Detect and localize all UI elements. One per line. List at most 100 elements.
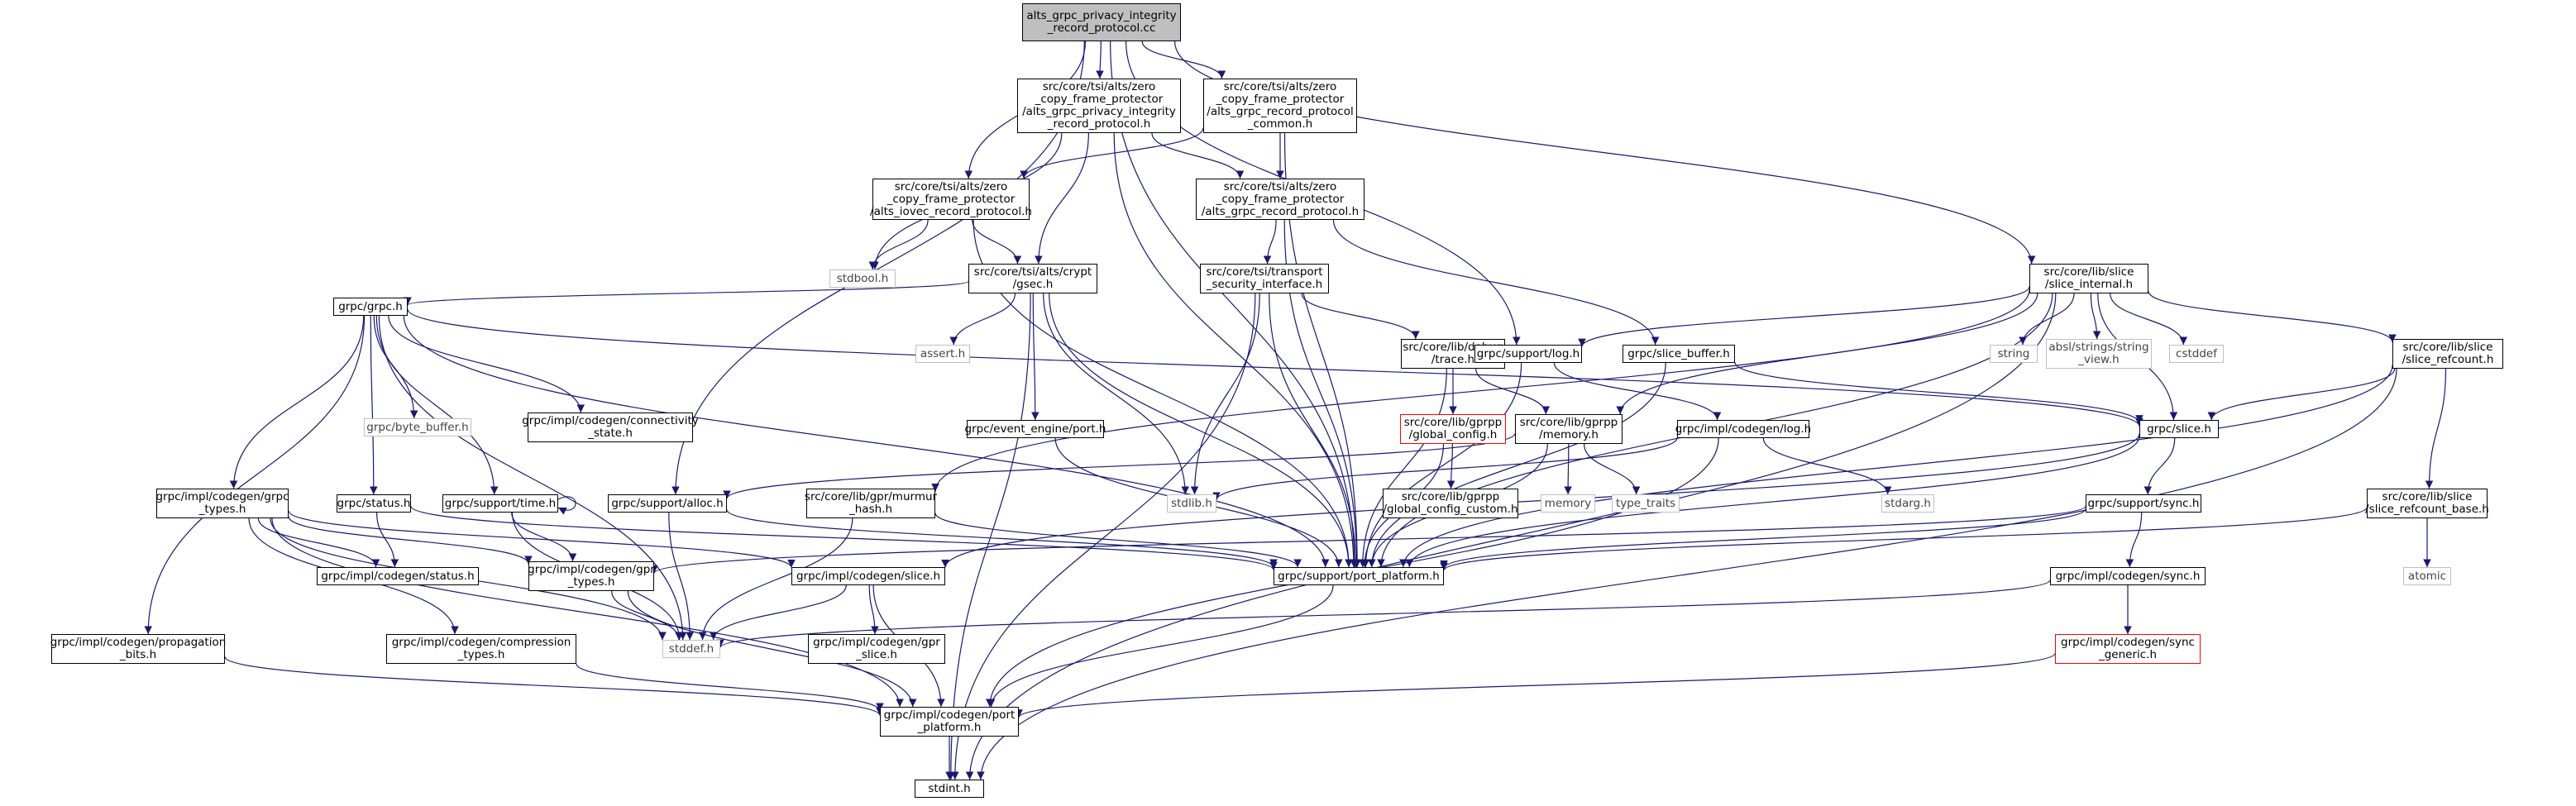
node-label-line: grpc/impl/codegen/gpr	[813, 636, 940, 649]
node-label-line: /alts_grpc_privacy_integrity	[1022, 105, 1176, 118]
node-label-line: src/core/lib/slice	[2402, 341, 2493, 354]
node-global_config[interactable]: src/core/lib/gprpp/global_config.h	[1400, 414, 1506, 444]
dependency-edge-gpr_types-to-codegen_port	[627, 590, 917, 708]
node-codegen_sync[interactable]: grpc/impl/codegen/sync.h	[2050, 567, 2206, 585]
dependency-edge-tsi-to-stdint	[951, 293, 1256, 780]
node-label-line: _slice.h	[856, 648, 897, 661]
node-port_platform[interactable]: grpc/support/port_platform.h	[1274, 567, 1444, 585]
node-label-line: _types.h	[198, 503, 246, 516]
node-label-line: /global_config.h	[1408, 428, 1498, 441]
dependency-edge-debug_trace-to-port_platform	[1358, 368, 1447, 568]
node-label-line: /slice_refcount_base.h	[2365, 503, 2489, 516]
node-label-line: grpc/impl/codegen/status.h	[321, 569, 475, 583]
node-label-line: _copy_frame_protector	[1216, 192, 1345, 206]
node-label-line: atomic	[2407, 569, 2447, 583]
dependency-edge-murmur-to-port_platform	[934, 513, 1302, 568]
node-codegen_slice[interactable]: grpc/impl/codegen/slice.h	[791, 567, 945, 585]
node-label-line: string	[1997, 346, 2030, 360]
node-global_config_custom[interactable]: src/core/lib/gprpp/global_config_custom.…	[1383, 489, 1518, 518]
dependency-edge-zcf_pi-to-port_platform	[1113, 132, 1358, 568]
node-propagation[interactable]: grpc/impl/codegen/propagation_bits.h	[50, 634, 226, 664]
node-gsec[interactable]: src/core/tsi/alts/crypt/gsec.h	[968, 264, 1097, 293]
node-grpc_h[interactable]: grpc/grpc.h	[333, 298, 408, 316]
node-label-line: _common.h	[1247, 117, 1313, 131]
node-zcf_pi[interactable]: src/core/tsi/alts/zero_copy_frame_protec…	[1017, 79, 1181, 133]
dependency-edge-grpc_slice_buffer-to-port_platform	[1368, 362, 1666, 568]
node-support_time[interactable]: grpc/support/time.h	[442, 494, 558, 513]
node-label-line: _record_protocol.cc	[1047, 21, 1156, 35]
node-label-line: _types.h	[567, 575, 615, 589]
node-refcount_base[interactable]: src/core/lib/slice/slice_refcount_base.h	[2365, 489, 2489, 518]
node-stddef: stddef.h	[662, 640, 720, 658]
dependency-edge-propagation-to-codegen_port	[224, 656, 884, 716]
dependency-edge-status_h-to-codegen_status	[376, 512, 399, 568]
node-codegen_log[interactable]: grpc/impl/codegen/log.h	[1675, 420, 1812, 438]
dependency-edge-codegen_log-to-stdlib	[1212, 437, 1678, 501]
dependency-edge-root-to-zcf_pi	[1096, 41, 1104, 79]
node-label-line: grpc/impl/codegen/connectivity	[522, 414, 699, 427]
dependency-edge-status_h-to-port_platform	[410, 505, 1278, 570]
node-compression[interactable]: grpc/impl/codegen/compression_types.h	[386, 634, 576, 664]
node-support_log[interactable]: grpc/support/log.h	[1474, 345, 1582, 363]
node-label-line: _types.h	[457, 648, 505, 661]
node-label-line: src/core/tsi/alts/zero	[894, 179, 1008, 193]
node-label-line: grpc/event_engine/port.h	[964, 422, 1106, 436]
node-label-line: grpc/impl/codegen/gpr	[528, 563, 655, 576]
node-tsi[interactable]: src/core/tsi/transport_security_interfac…	[1200, 264, 1329, 293]
node-stdint[interactable]: stdint.h	[915, 780, 984, 798]
dependency-edge-codegen_slice-to-gpr_slice	[868, 584, 879, 635]
dependency-edge-slice_refcount-to-slice_h	[2207, 368, 2396, 421]
node-label-line: _bits.h	[119, 648, 157, 661]
dependency-edge-grpc_slice_buffer-to-slice_h	[1734, 362, 2143, 423]
node-connectivity[interactable]: grpc/impl/codegen/connectivity_state.h	[522, 413, 699, 442]
node-label-line: /trace.h	[1431, 353, 1475, 366]
dependency-edge-root-to-slice_internal	[1173, 41, 2036, 265]
node-gpr_slice[interactable]: grpc/impl/codegen/gpr_slice.h	[808, 634, 945, 664]
dependency-edge-tsi-to-stdlib	[1190, 293, 1260, 495]
node-status_h[interactable]: grpc/status.h	[337, 494, 411, 513]
dependency-edge-port_platform-to-codegen_port	[987, 584, 1334, 708]
node-label-line: src/core/lib/slice	[2382, 490, 2473, 503]
node-slice_refcount[interactable]: src/core/lib/slice/slice_refcount.h	[2392, 339, 2503, 369]
node-support_sync[interactable]: grpc/support/sync.h	[2086, 494, 2201, 513]
node-support_alloc[interactable]: grpc/support/alloc.h	[608, 494, 727, 513]
dependency-edge-zcf_pi-to-zcf_rec	[1151, 132, 1245, 179]
node-zcf_iovec[interactable]: src/core/tsi/alts/zero_copy_frame_protec…	[870, 179, 1032, 220]
node-grpc_types[interactable]: grpc/impl/codegen/grpc_types.h	[155, 489, 289, 518]
node-label-line: grpc/impl/codegen/log.h	[1675, 422, 1812, 436]
node-label-line: absl/strings/string	[2048, 341, 2149, 354]
dependency-edge-support_time-to-gpr_types	[511, 512, 577, 562]
node-stdbool: stdbool.h	[829, 269, 896, 288]
dependency-edge-slice_h-to-support_sync	[2143, 437, 2176, 495]
node-zcf_common[interactable]: src/core/tsi/alts/zero_copy_frame_protec…	[1203, 79, 1357, 133]
node-codegen_port[interactable]: grpc/impl/codegen/port_platform.h	[880, 707, 1019, 737]
node-event_engine[interactable]: grpc/event_engine/port.h	[964, 420, 1106, 438]
dependency-edge-grpc_h-to-propagation	[144, 315, 366, 635]
dependency-edge-slice_internal-to-murmur	[931, 289, 2030, 492]
node-murmur[interactable]: src/core/lib/gpr/murmur_hash.h	[805, 489, 937, 518]
node-slice_h[interactable]: grpc/slice.h	[2139, 420, 2219, 438]
node-sync_generic[interactable]: grpc/impl/codegen/sync_generic.h	[2055, 634, 2201, 664]
dependency-edge-zcf_pi-to-gsec	[1035, 132, 1089, 265]
node-label-line: grpc/support/port_platform.h	[1278, 569, 1440, 583]
dependency-edge-codegen_log-to-stdarg	[1762, 437, 1892, 495]
node-atomic: atomic	[2403, 567, 2451, 585]
dependency-edge-grpc_types-to-codegen_port	[271, 517, 904, 708]
node-string_view: absl/strings/string_view.h	[2046, 339, 2152, 369]
node-label-line: alts_grpc_privacy_integrity	[1026, 9, 1177, 22]
dependency-edge-slice_refcount-to-refcount_base	[2425, 368, 2447, 489]
node-label-line: src/core/tsi/alts/zero	[1223, 179, 1337, 193]
node-slice_internal[interactable]: src/core/lib/slice/slice_internal.h	[2029, 264, 2148, 293]
node-gpr_types[interactable]: grpc/impl/codegen/gpr_types.h	[528, 561, 655, 591]
dependency-edge-gprpp_memory-to-type_traits	[1584, 443, 1641, 495]
node-grpc_slice_buffer[interactable]: grpc/slice_buffer.h	[1623, 345, 1735, 363]
node-zcf_rec[interactable]: src/core/tsi/alts/zero_copy_frame_protec…	[1196, 179, 1364, 220]
dependency-edge-slice_internal-to-string_view	[2090, 293, 2101, 340]
node-gprpp_memory[interactable]: src/core/lib/gprpp/memory.h	[1515, 414, 1623, 444]
node-label-line: grpc/status.h	[337, 496, 411, 510]
dependency-edge-gsec-to-grpc_h	[404, 280, 969, 306]
dependency-edge-grpc_types-to-codegen_slice	[288, 510, 796, 568]
node-codegen_status[interactable]: grpc/impl/codegen/status.h	[317, 567, 479, 585]
dependency-edge-gpr_types-to-stddef	[611, 590, 683, 641]
